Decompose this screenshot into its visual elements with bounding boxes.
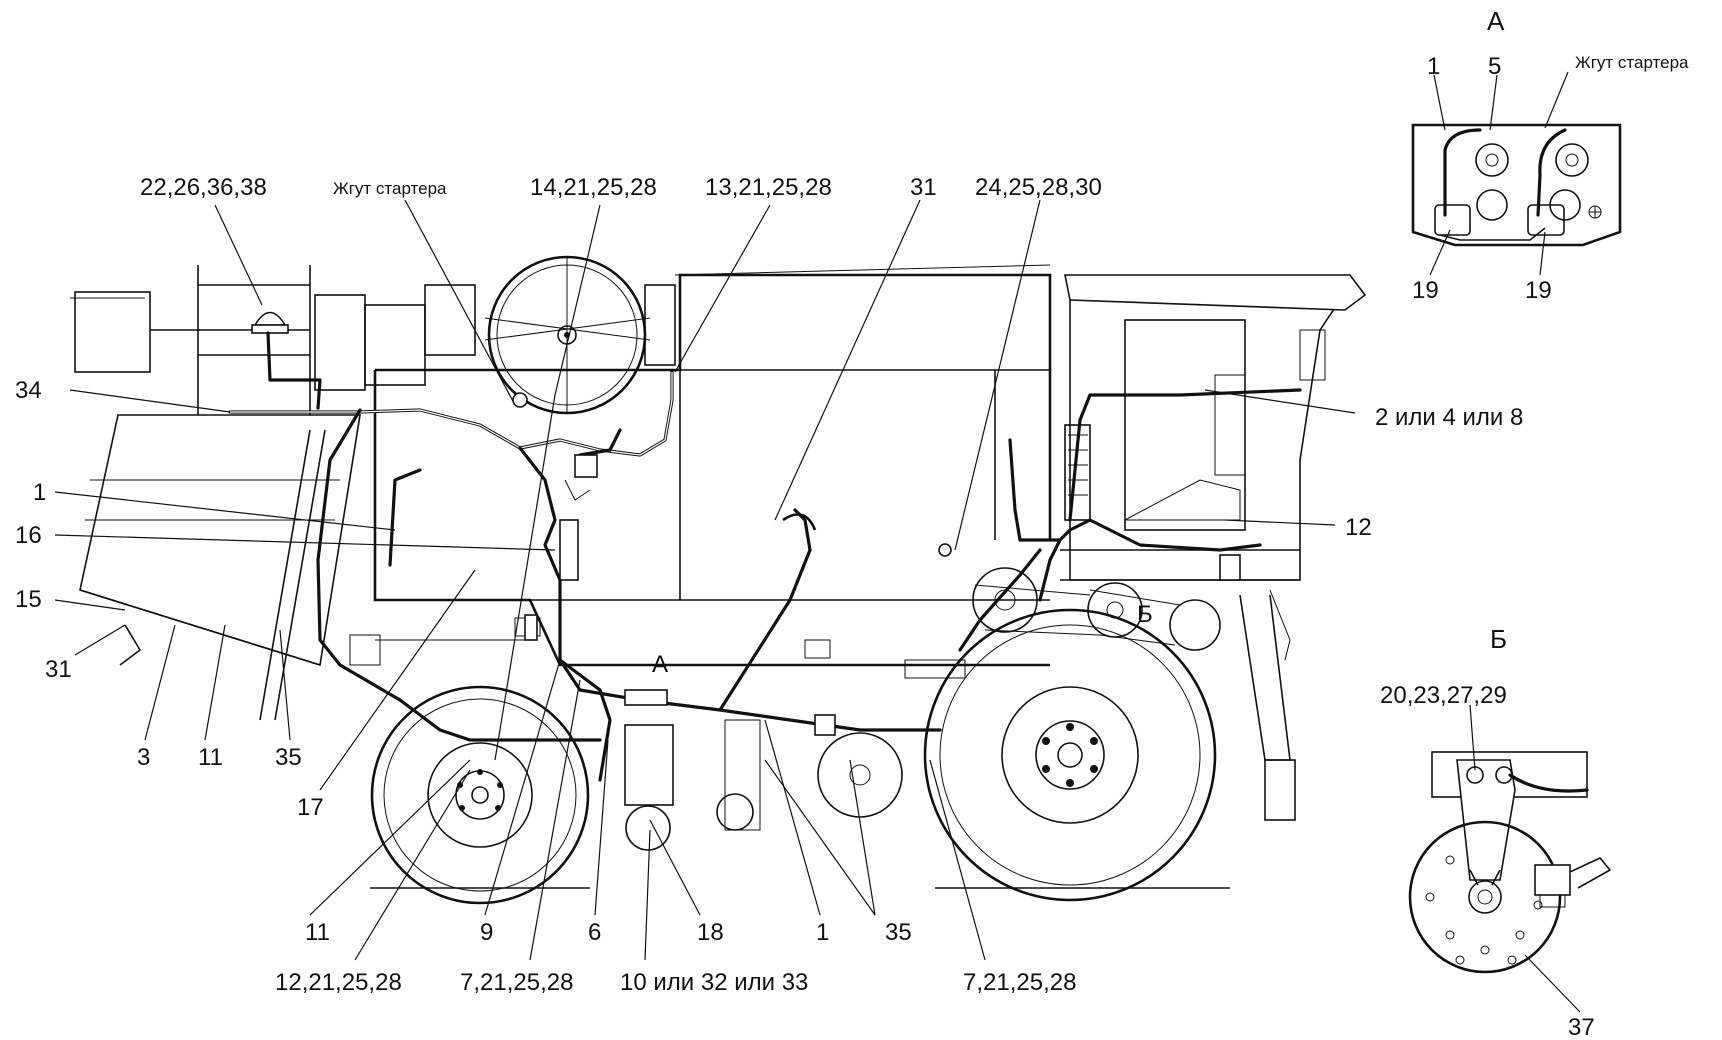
- label-starter-harness: Жгут стартера: [333, 179, 447, 198]
- view-a-label-5: 5: [1488, 53, 1501, 80]
- belt-drives: [972, 567, 1221, 651]
- view-b-title: Б: [1490, 624, 1507, 654]
- wiring-harness: [228, 331, 1302, 782]
- front-wheel: [923, 608, 1217, 902]
- label-31-left: 31: [45, 656, 72, 683]
- rear-platform: [70, 265, 476, 420]
- operator-cab: [1060, 274, 1367, 581]
- label-35-a: 35: [275, 744, 302, 771]
- label-24-25-28-30: 24,25,28,30: [975, 174, 1102, 201]
- combine-side-view: 22,26,36,38 Жгут стартера 14,21,25,28 13…: [15, 174, 1523, 996]
- label-11-b: 11: [305, 919, 330, 946]
- view-a-title: А: [1487, 6, 1505, 36]
- rear-wheel: [370, 685, 590, 905]
- label-1-bottom: 1: [816, 919, 829, 946]
- cooling-fan: [484, 255, 676, 415]
- view-b-label-20-23-27-29: 20,23,27,29: [1380, 682, 1507, 709]
- lower-pulleys: [624, 719, 903, 851]
- label-13-21-25-28: 13,21,25,28: [705, 174, 832, 201]
- label-31-top: 31: [910, 174, 937, 201]
- beacon-lamp: [251, 311, 289, 334]
- label-7-21-25-28-a: 7,21,25,28: [460, 969, 573, 996]
- label-35-b: 35: [885, 919, 912, 946]
- grain-tank: [375, 264, 1052, 600]
- leader-lines: [54, 199, 1356, 961]
- detail-view-a: А 1 5 Жгут стартера 19 19: [1411, 6, 1689, 304]
- label-12-21-25-28: 12,21,25,28: [275, 969, 402, 996]
- feeder-support: [1239, 589, 1296, 821]
- label-14-21-25-28: 14,21,25,28: [530, 174, 657, 201]
- label-22-26-36-38: 22,26,36,38: [140, 174, 267, 201]
- label-16: 16: [15, 522, 42, 549]
- view-a-label-19-right: 19: [1525, 277, 1552, 304]
- label-3: 3: [137, 744, 150, 771]
- label-view-a-marker: А: [652, 651, 668, 678]
- label-7-21-25-28-b: 7,21,25,28: [963, 969, 1076, 996]
- label-34: 34: [15, 377, 42, 404]
- label-9: 9: [480, 919, 493, 946]
- label-11-a: 11: [198, 744, 223, 771]
- thresher-body: [349, 370, 1050, 679]
- label-15: 15: [15, 586, 42, 613]
- harness-components: [512, 392, 1241, 736]
- label-18: 18: [697, 919, 724, 946]
- label-12-right: 12: [1345, 514, 1372, 541]
- view-a-label-19-left: 19: [1412, 277, 1439, 304]
- label-6: 6: [588, 919, 601, 946]
- view-b-label-37: 37: [1568, 1014, 1595, 1040]
- label-1-left: 1: [33, 479, 46, 506]
- label-17: 17: [297, 794, 324, 821]
- label-10-32-33: 10 или 32 или 33: [620, 969, 808, 996]
- view-a-label-1: 1: [1427, 53, 1440, 80]
- view-a-label-starter-harness: Жгут стартера: [1575, 53, 1689, 72]
- detail-view-b: Б 20,23,27,29 37: [1380, 624, 1612, 1040]
- label-2-4-8: 2 или 4 или 8: [1375, 404, 1523, 431]
- label-view-b-marker: Б: [1137, 601, 1153, 628]
